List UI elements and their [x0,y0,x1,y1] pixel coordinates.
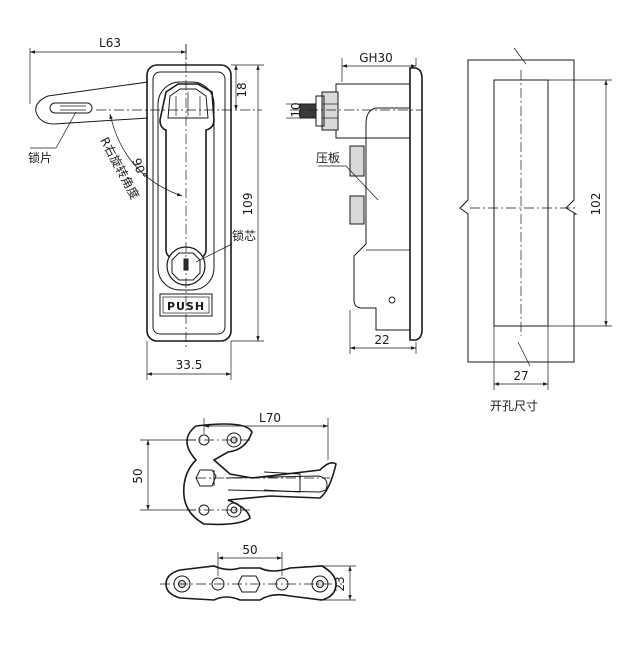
dim-23: 23 [333,576,347,591]
latch-plate-outline [182,423,337,526]
bar-outline [165,565,337,601]
dim-102: 102 [589,193,603,216]
panel-outline [459,59,578,363]
angle-90: 90° [129,156,149,181]
side-flange [409,67,423,341]
handle-lever [159,83,215,263]
label-core: 锁芯 [232,228,256,243]
connecting-bar-view: 50 23 [160,543,356,601]
latch-blade-outline [35,81,149,125]
front-view: PUSH L63 109 18 33.5 90° R右旋转角度 锁片 锁芯 [28,36,264,380]
label-plate: 压板 [316,151,340,165]
dim-50-vertical: 50 [131,468,145,483]
dim-22: 22 [374,333,389,347]
dim-l63: L63 [99,36,121,50]
dim-l70: L70 [259,411,281,425]
dim-27: 27 [513,369,528,383]
cutout-view: 102 27 开孔尺寸 [459,47,612,413]
handle-body-inner [152,71,226,335]
side-view: GH30 10 22 压板 [286,51,423,354]
rotation-arc [109,113,183,197]
handle-body [146,64,232,342]
label-latch: 锁片 [28,150,52,165]
latch-plate-view: L70 50 [131,411,337,526]
lock-core-octagon [171,252,201,281]
cutout-caption: 开孔尺寸 [490,399,538,413]
dim-109: 109 [241,193,255,216]
side-shaft [335,83,411,139]
push-label: PUSH [167,300,205,313]
dim-18: 18 [235,82,249,97]
dim-10: 10 [289,102,303,117]
side-plate [353,107,410,331]
latch-slot [49,102,93,114]
dim-gh30: GH30 [359,51,393,65]
dim-50-horizontal: 50 [242,543,257,557]
dim-33-5: 33.5 [176,358,203,372]
